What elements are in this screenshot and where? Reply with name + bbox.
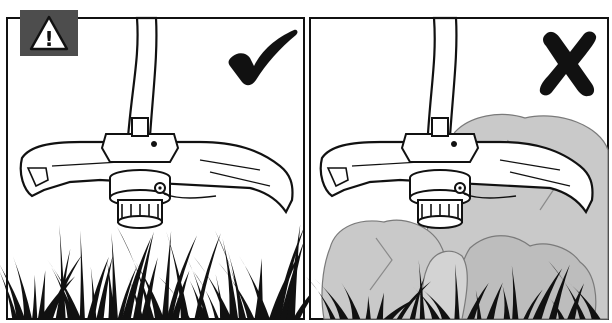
warning-symbol: ! bbox=[44, 27, 53, 51]
grass-blade bbox=[128, 277, 144, 319]
grass-blade bbox=[411, 285, 440, 319]
grass-blade bbox=[475, 290, 482, 319]
grass bbox=[306, 259, 601, 319]
grass-blade bbox=[502, 286, 511, 319]
grass-blade bbox=[365, 295, 371, 319]
grass-blade bbox=[116, 226, 155, 319]
grass-blade bbox=[454, 263, 460, 319]
grass-blade bbox=[286, 224, 301, 319]
grass-blade bbox=[548, 264, 570, 319]
grass-blade bbox=[166, 231, 190, 319]
grass-blade bbox=[548, 260, 586, 319]
panel-correct bbox=[0, 16, 330, 320]
grass-blade bbox=[396, 281, 432, 319]
grass-blade bbox=[32, 274, 38, 319]
grass-blade bbox=[193, 271, 220, 319]
grass-blade bbox=[166, 235, 198, 319]
grass-blade bbox=[486, 282, 503, 319]
grass-blade bbox=[90, 266, 97, 319]
grass-blade bbox=[376, 292, 384, 319]
grass-blade bbox=[549, 298, 565, 319]
checkmark-icon bbox=[228, 29, 298, 86]
grass-blade bbox=[532, 268, 563, 319]
grass-blade bbox=[523, 289, 543, 319]
grass-blade bbox=[79, 230, 85, 319]
panel-incorrect bbox=[306, 16, 609, 320]
grass-blade bbox=[239, 255, 270, 319]
grass-blade bbox=[37, 270, 46, 319]
grass-blade bbox=[341, 282, 361, 319]
grass-blade bbox=[306, 276, 336, 319]
grass-blade bbox=[218, 262, 255, 319]
cross-icon bbox=[539, 31, 597, 97]
grass-blade bbox=[511, 265, 519, 319]
grass-blade bbox=[161, 231, 172, 319]
grass-blade bbox=[222, 238, 239, 319]
grass-blade bbox=[111, 232, 118, 319]
grass-blade bbox=[0, 265, 26, 319]
grass-blade bbox=[187, 276, 207, 319]
grass-blade bbox=[12, 256, 33, 319]
grass-blade bbox=[416, 284, 451, 319]
warning-triangle-icon bbox=[29, 15, 69, 51]
grass bbox=[0, 224, 330, 319]
grass-blade bbox=[567, 281, 601, 319]
grass-blade bbox=[214, 230, 247, 319]
grass-blade bbox=[130, 254, 164, 319]
grass-blade bbox=[47, 259, 82, 319]
grass-blade bbox=[314, 278, 349, 319]
grass-blade bbox=[117, 265, 138, 319]
grass-blade bbox=[121, 236, 152, 319]
grass-blade bbox=[159, 276, 191, 319]
grass-blade bbox=[418, 259, 425, 319]
grass-blade bbox=[193, 256, 232, 319]
warning-badge: ! bbox=[20, 10, 78, 56]
grass-blade bbox=[47, 260, 76, 319]
grass-blade bbox=[0, 272, 18, 319]
grass-blade bbox=[187, 259, 210, 319]
